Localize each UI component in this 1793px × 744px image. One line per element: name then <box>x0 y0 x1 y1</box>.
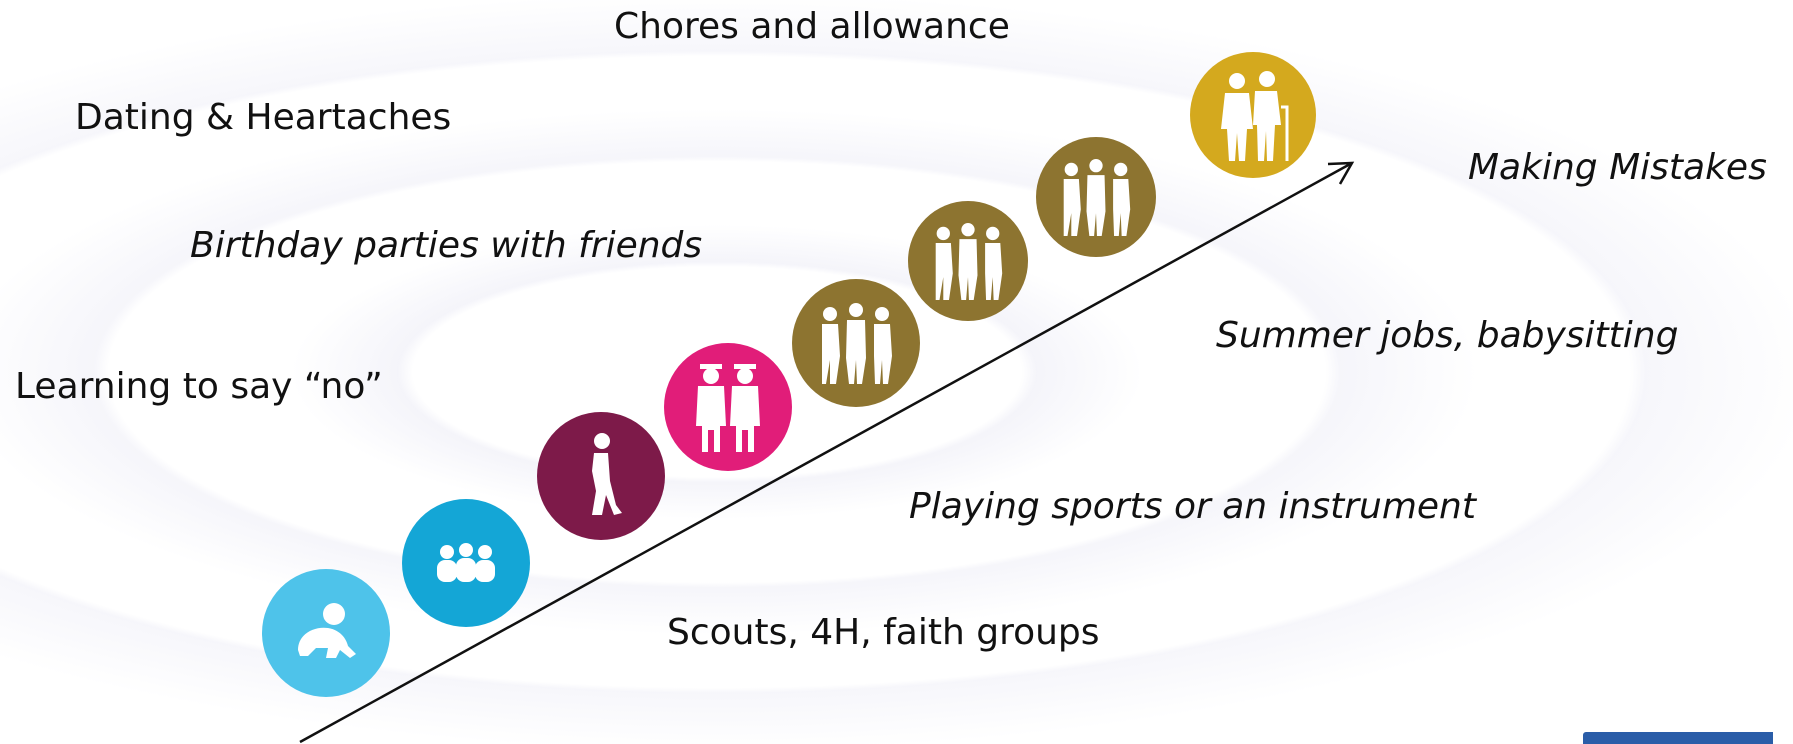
elderly-couple-icon <box>1221 71 1289 161</box>
stage-adults-3 <box>1036 137 1156 257</box>
adults-group-icon <box>822 303 892 384</box>
stage-graduates <box>664 343 792 471</box>
label-making-mistakes: Making Mistakes <box>1468 147 1767 188</box>
label-learning-no: Learning to say “no” <box>15 366 383 407</box>
label-dating: Dating & Heartaches <box>75 97 452 138</box>
adults-group-icon <box>1063 159 1131 236</box>
toddlers-group-icon <box>437 543 495 582</box>
walking-child-icon <box>592 433 622 515</box>
stage-child <box>537 412 665 540</box>
stage-adults-1 <box>792 279 920 407</box>
adults-group-icon <box>935 223 1003 300</box>
crawling-baby-icon <box>298 603 356 658</box>
stage-adults-2 <box>908 201 1028 321</box>
label-birthday: Birthday parties with friends <box>190 225 703 266</box>
stage-baby <box>262 569 390 697</box>
stage-toddlers <box>402 499 530 627</box>
logo-badge <box>1583 732 1773 744</box>
label-chores: Chores and allowance <box>614 6 1010 47</box>
label-scouts: Scouts, 4H, faith groups <box>667 612 1100 653</box>
stage-elderly <box>1190 52 1316 178</box>
label-sports: Playing sports or an instrument <box>909 486 1476 527</box>
label-summer-jobs: Summer jobs, babysitting <box>1216 315 1679 356</box>
graduates-icon <box>696 363 760 452</box>
